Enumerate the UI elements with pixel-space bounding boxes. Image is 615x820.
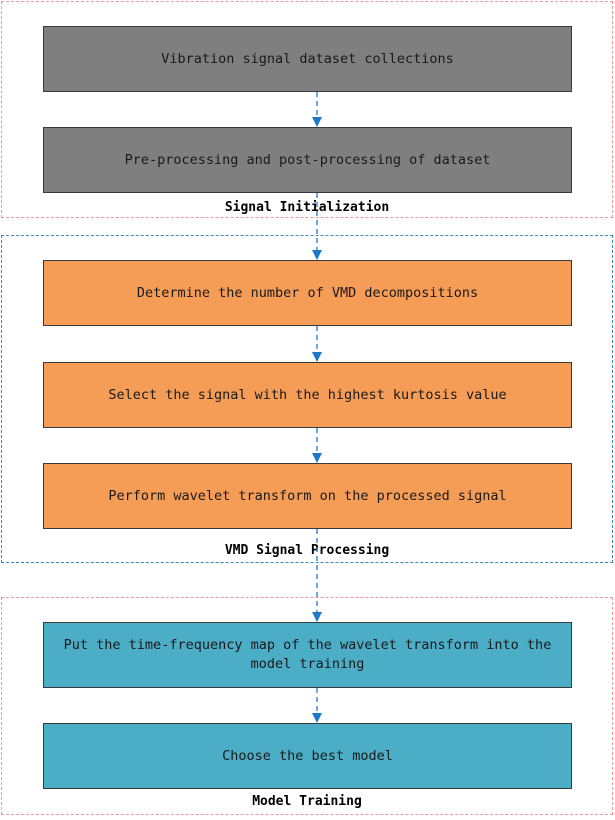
step-text: Perform wavelet transform on the process… (108, 487, 507, 504)
step-pre-post-processing: Pre-processing and post-processing of da… (43, 127, 572, 193)
group-model-training: Model Training (1, 597, 613, 815)
step-select-highest-kurtosis: Select the signal with the highest kurto… (43, 362, 572, 428)
group-signal-initialization: Signal Initialization (1, 1, 613, 218)
step-wavelet-transform: Perform wavelet transform on the process… (43, 463, 572, 529)
step-choose-best-model: Choose the best model (43, 723, 572, 789)
step-text: Pre-processing and post-processing of da… (124, 151, 491, 168)
step-text: Vibration signal dataset collections (161, 50, 454, 67)
group-label-signal-initialization: Signal Initialization (224, 200, 390, 215)
step-model-training-input: Put the time-frequency map of the wavele… (43, 622, 572, 688)
step-text: Determine the number of VMD decompositio… (136, 284, 479, 301)
step-determine-vmd-decompositions: Determine the number of VMD decompositio… (43, 260, 572, 326)
step-text: Put the time-frequency map of the wavele… (63, 637, 552, 672)
group-vmd-signal-processing: VMD Signal Processing (1, 235, 613, 563)
step-text: Choose the best model (222, 747, 393, 764)
step-text: Select the signal with the highest kurto… (108, 386, 507, 403)
group-label-vmd-signal-processing: VMD Signal Processing (224, 543, 390, 558)
step-vibration-signal-collection: Vibration signal dataset collections (43, 26, 572, 92)
group-label-model-training: Model Training (252, 794, 362, 809)
